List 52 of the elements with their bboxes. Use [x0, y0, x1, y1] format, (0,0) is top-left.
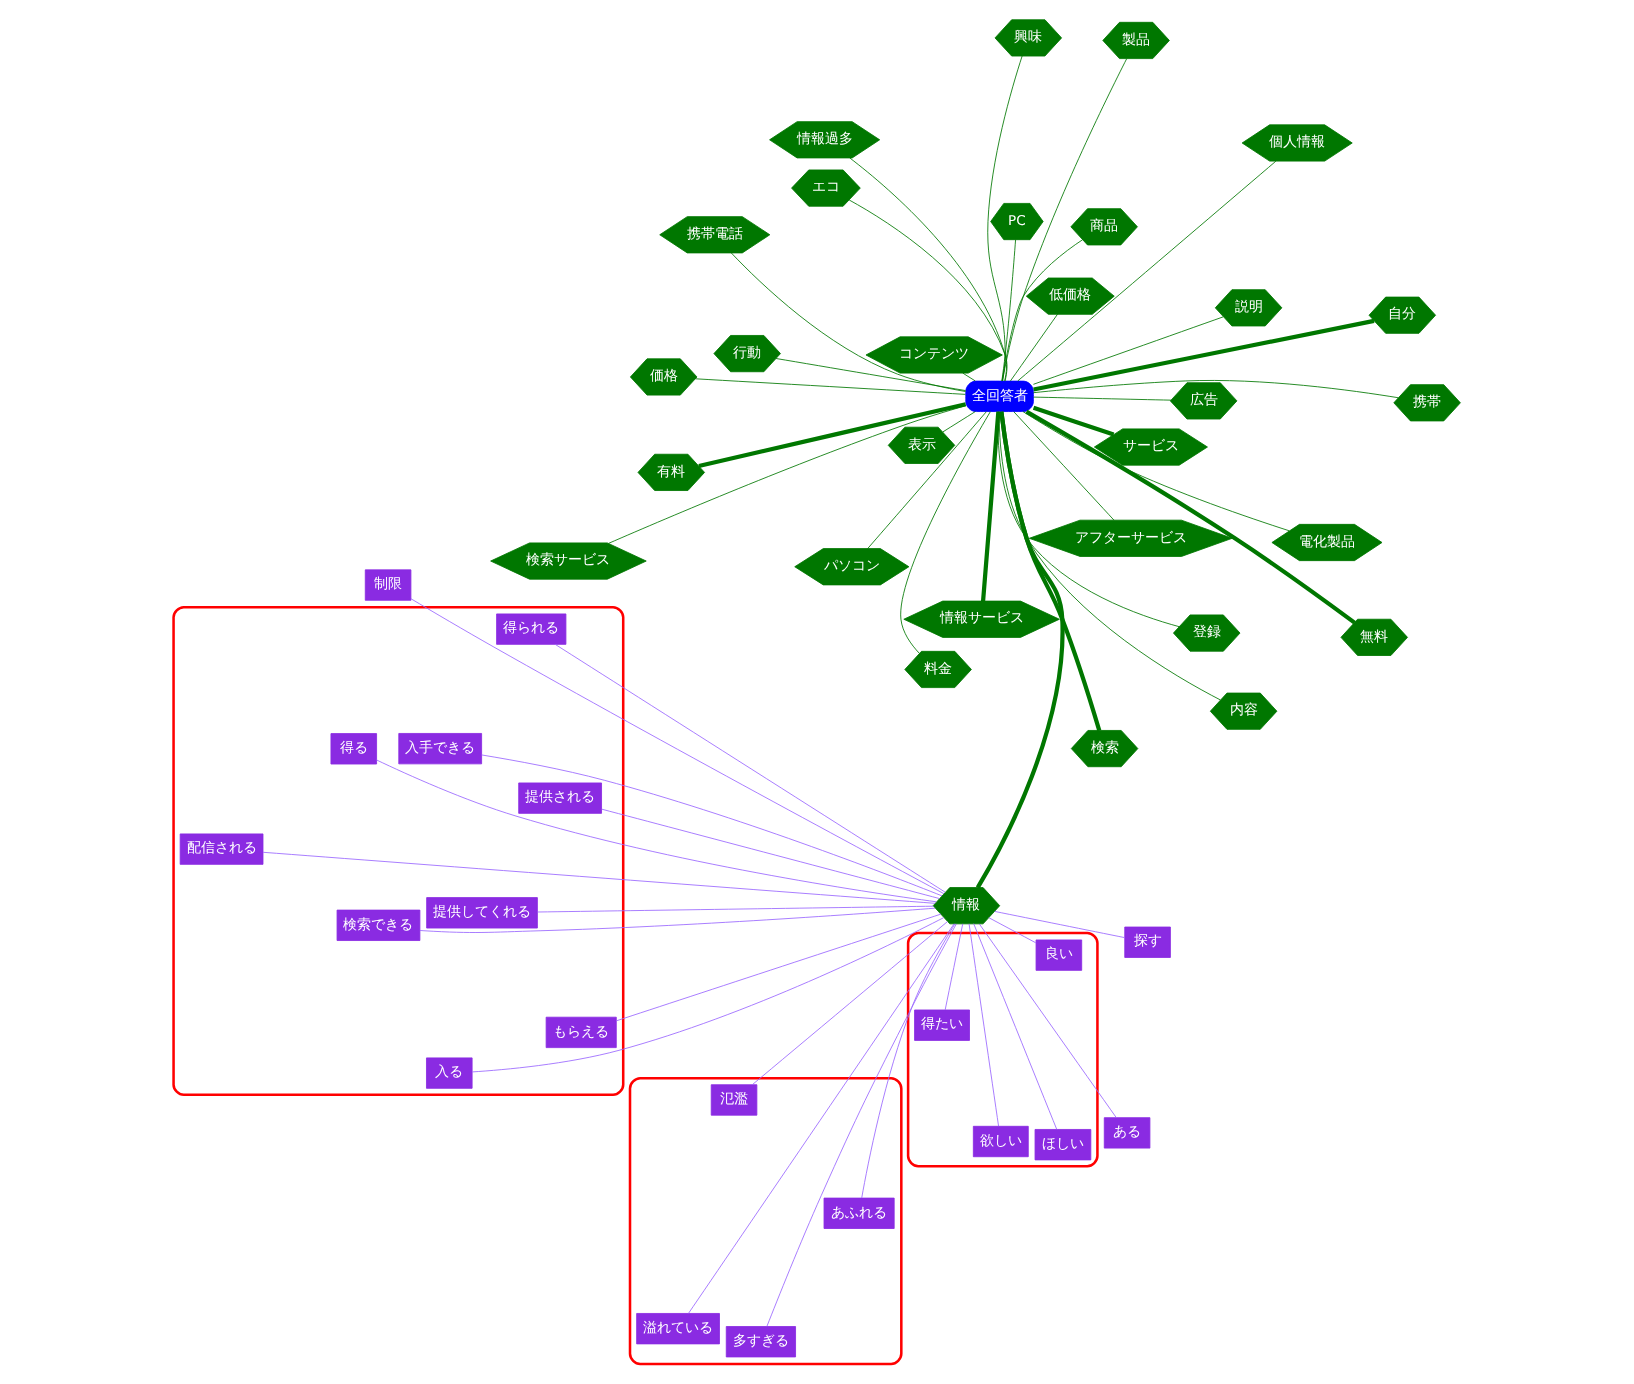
cluster [906, 931, 1099, 1168]
connector [1032, 405, 1115, 437]
connector [973, 923, 1058, 1130]
connector [1033, 396, 1172, 401]
connector [1033, 380, 1399, 399]
connector [601, 808, 940, 899]
connector [1017, 160, 1277, 382]
connector [410, 598, 945, 895]
connector [766, 923, 957, 1327]
connector [980, 411, 1001, 602]
connector [867, 411, 987, 550]
connector [608, 405, 967, 544]
connector [942, 411, 976, 433]
connector [419, 907, 936, 933]
connector [537, 905, 934, 913]
cluster [172, 605, 625, 1097]
connector [968, 923, 999, 1127]
connector [849, 157, 1007, 382]
connector [751, 921, 948, 1086]
connector [944, 923, 964, 1011]
connector [988, 917, 1037, 944]
connector [978, 923, 1117, 1119]
connector [1033, 316, 1224, 385]
connector [1001, 239, 1083, 382]
connector [997, 411, 1180, 628]
connector [1033, 318, 1375, 392]
connector [694, 378, 966, 395]
connector [481, 754, 943, 897]
connector [688, 923, 955, 1314]
connector [616, 913, 942, 1022]
connector [1001, 58, 1128, 382]
connector [698, 402, 967, 469]
connector [1001, 239, 1016, 382]
connector [994, 911, 1126, 939]
connector [1013, 411, 1115, 521]
connector [1025, 409, 1356, 625]
connector [1010, 313, 1058, 382]
connector [1022, 411, 1290, 532]
connector [962, 372, 976, 382]
connector [376, 759, 937, 903]
connector [998, 411, 1221, 701]
connector [861, 923, 956, 1199]
connector [900, 411, 991, 654]
connector [848, 199, 1008, 382]
connector [730, 252, 966, 392]
connector [775, 358, 966, 391]
connector [554, 644, 946, 893]
connector [975, 411, 1065, 889]
connector [471, 917, 944, 1073]
cluster [628, 1077, 903, 1366]
connector [262, 851, 936, 904]
connector [987, 55, 1023, 382]
